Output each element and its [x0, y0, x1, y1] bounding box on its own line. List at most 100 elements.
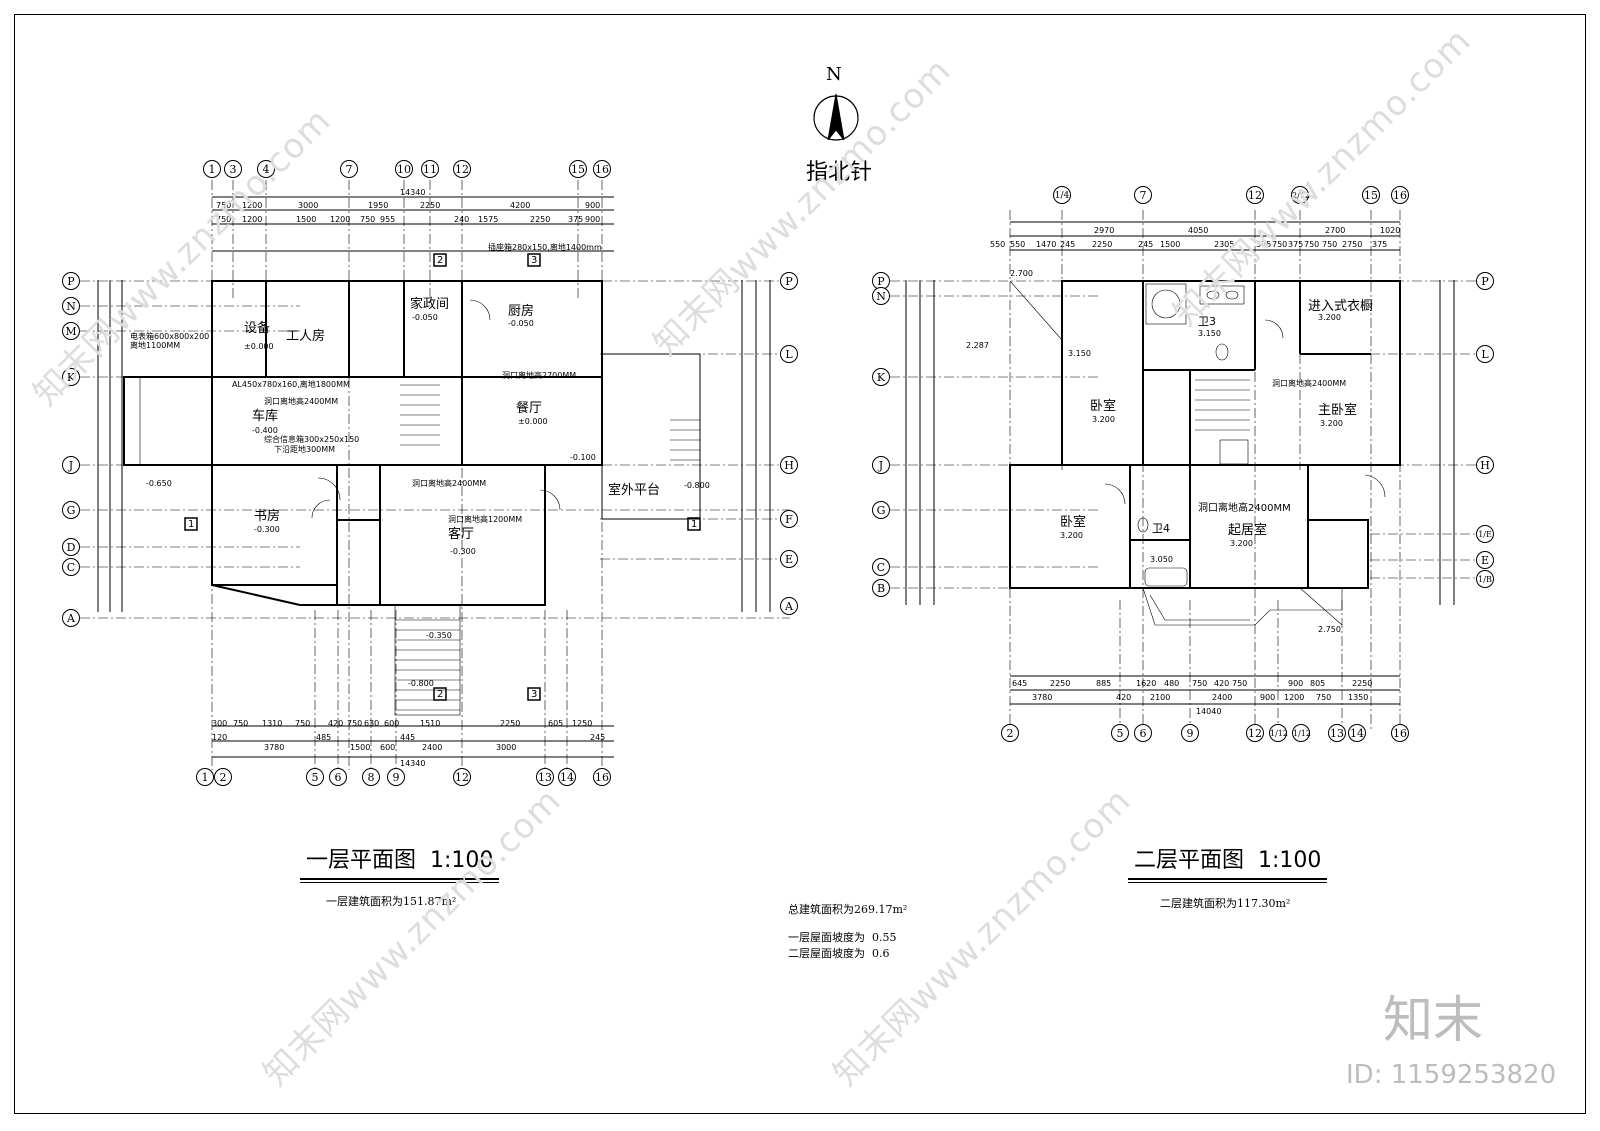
plan2-scale: 1:100 — [1258, 848, 1322, 873]
dimension: 1950 — [368, 201, 389, 210]
dimension: 1200 — [330, 215, 351, 224]
grid-bubble: 12 — [453, 768, 471, 786]
dimension: 550 — [990, 240, 1006, 249]
room-label: 厨房 — [508, 304, 535, 319]
grid-bubble: 3 — [224, 160, 242, 178]
level-mark: 2.750 — [1318, 625, 1341, 634]
grid-bubble: P — [780, 272, 798, 290]
grid-bubble: 10 — [395, 160, 413, 178]
grid-bubble: J — [62, 456, 80, 474]
dimension: 420 — [1214, 679, 1230, 688]
grid-bubble: H — [1476, 456, 1494, 474]
level-mark: -0.300 — [450, 547, 476, 556]
grid-bubble: J — [872, 456, 890, 474]
level-mark: -0.050 — [508, 319, 534, 328]
note: 洞口离地高2700MM — [502, 371, 577, 380]
grid-bubble: C — [62, 558, 80, 576]
room-label: 起居室 — [1228, 523, 1268, 538]
dimension: 4050 — [1188, 226, 1209, 235]
grid-bubble: F — [780, 510, 798, 528]
dimension: 750 — [1304, 240, 1320, 249]
level-mark: 3.200 — [1318, 313, 1341, 322]
dimension: 240 — [454, 215, 470, 224]
section-mark: 3 — [531, 689, 538, 700]
level-mark: 3.200 — [1060, 531, 1083, 540]
grid-bubble: P — [872, 272, 890, 290]
grid-bubble: 1/4 — [1053, 186, 1071, 204]
grid-bubble: E — [780, 550, 798, 568]
roof-slope-1: 一层屋面坡度为 0.55 — [788, 931, 897, 944]
grid-bubble: 16 — [593, 768, 611, 786]
dimension: 375 — [568, 215, 584, 224]
room-label: 工人房 — [286, 329, 326, 344]
level-mark: -0.050 — [412, 313, 438, 322]
dimension: 2400 — [422, 743, 443, 752]
dimension: 750 — [233, 719, 249, 728]
dimension: 900 — [585, 201, 601, 210]
note: 洞口离地高2400MM — [264, 397, 339, 406]
note: AL450x780x160,离地1800MM — [232, 380, 350, 389]
plan2-title-text: 二层平面图 — [1134, 848, 1245, 873]
dimension: 750 — [216, 201, 232, 210]
plan1-area-note: 一层建筑面积为151.87m² — [326, 895, 457, 908]
grid-bubble: G — [62, 501, 80, 519]
dimension: 2700 — [1325, 226, 1346, 235]
dimension: 3780 — [1032, 693, 1053, 702]
dimension: 245 — [1060, 240, 1076, 249]
level-mark: -0.650 — [146, 479, 172, 488]
grid-bubble: 8 — [362, 768, 380, 786]
level-mark: -0.300 — [254, 525, 280, 534]
dimension: 2250 — [1352, 679, 1373, 688]
dimension: 4200 — [510, 201, 531, 210]
note: 下沿距地300MM — [274, 445, 336, 454]
plan2-drawing — [890, 210, 1490, 730]
level-mark: 3.200 — [1092, 415, 1115, 424]
level-mark: 2.700 — [1010, 269, 1033, 278]
dimension: 375 — [1288, 240, 1304, 249]
grid-bubble: 14 — [1348, 724, 1366, 742]
grid-bubble: 2/12 — [1291, 186, 1310, 204]
dimension: 3000 — [298, 201, 319, 210]
dimension: 645 — [1012, 679, 1028, 688]
room-label: 餐厅 — [516, 401, 543, 416]
dimension: 1575 — [478, 215, 499, 224]
dimension: 1500 — [296, 215, 317, 224]
dimension: 480 — [1164, 679, 1180, 688]
level-mark: 3.150 — [1198, 329, 1221, 338]
dimension: 1310 — [262, 719, 283, 728]
dimension: 1470 — [1036, 240, 1057, 249]
grid-bubble: 4 — [257, 160, 275, 178]
dimension: 805 — [1310, 679, 1326, 688]
grid-bubble: 12 — [453, 160, 471, 178]
grid-bubble: 1 — [196, 768, 214, 786]
total-area: 总建筑面积为269.17m² — [788, 903, 908, 916]
grid-bubble: 7 — [1134, 186, 1152, 204]
level-mark: -0.100 — [570, 453, 596, 462]
dimension: 2305 — [1214, 240, 1235, 249]
plan1-scale: 1:100 — [430, 848, 494, 873]
dimension: 420 — [328, 719, 344, 728]
drawing-frame — [14, 14, 1586, 1114]
grid-bubble: 12 — [1246, 724, 1264, 742]
dimension: 375 — [1372, 240, 1388, 249]
note: 洞口离地高1200MM — [448, 515, 523, 524]
room-label: 家政间 — [410, 297, 450, 312]
grid-bubble: 9 — [1181, 724, 1199, 742]
level-mark: 3.050 — [1150, 555, 1173, 564]
grid-bubble: 15 — [569, 160, 587, 178]
dimension: 1200 — [1284, 693, 1305, 702]
dimension: 1500 — [1160, 240, 1181, 249]
dimension: 600 — [384, 719, 400, 728]
grid-bubble: 16 — [1391, 724, 1409, 742]
dimension: 14340 — [400, 759, 426, 768]
room-label: 设备 — [244, 321, 271, 336]
dimension: 600 — [380, 743, 396, 752]
grid-bubble: K — [872, 368, 890, 386]
grid-bubble: L — [780, 345, 798, 363]
grid-bubble: N — [62, 297, 80, 315]
grid-bubble: 16 — [1391, 186, 1409, 204]
watermark-id: ID: 1159253820 — [1346, 1060, 1557, 1090]
grid-bubble: 1/12 — [1269, 724, 1288, 742]
north-arrow-icon — [813, 93, 859, 141]
